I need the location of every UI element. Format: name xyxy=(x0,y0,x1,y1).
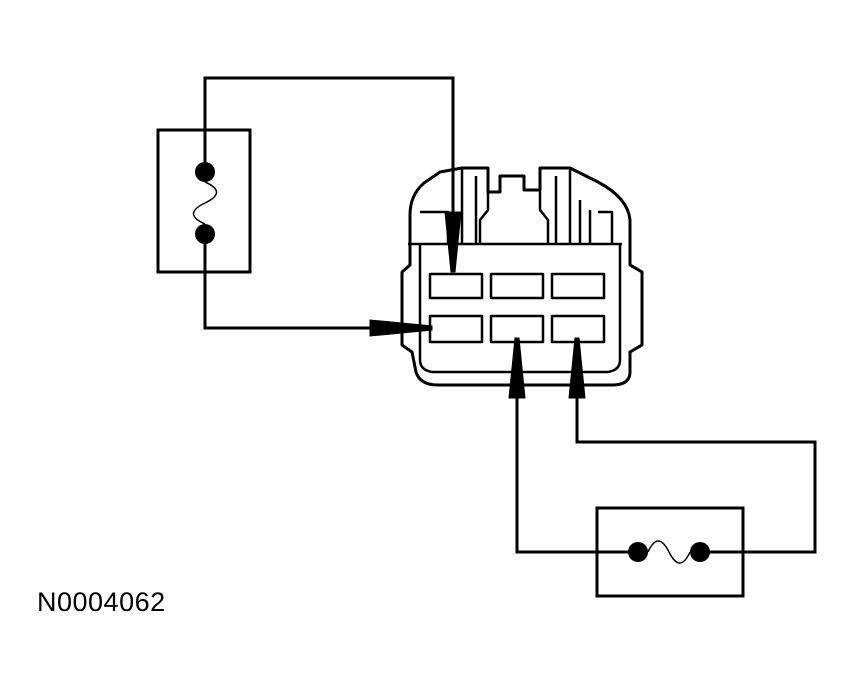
probe-arrow xyxy=(444,211,462,273)
connector-cavity xyxy=(489,272,545,300)
connector-cavity xyxy=(550,272,606,300)
wire xyxy=(203,76,455,215)
probe-arrow xyxy=(568,337,586,399)
connector-side-tab-right xyxy=(598,210,614,244)
wire xyxy=(515,395,638,554)
wires xyxy=(203,76,817,554)
figure-id-label: N0004062 xyxy=(37,587,166,617)
wire xyxy=(575,395,817,554)
probe-arrow xyxy=(369,319,433,337)
connector xyxy=(400,166,644,387)
probe-arrows xyxy=(369,211,586,399)
fuse-element xyxy=(192,181,218,225)
fuse-element xyxy=(647,540,691,564)
connector-latch xyxy=(460,168,592,244)
connector-side-tab-left xyxy=(420,210,450,244)
wire xyxy=(203,234,375,330)
connector-body xyxy=(400,166,644,387)
probe-arrow xyxy=(508,337,526,399)
connector-cavity xyxy=(428,272,484,300)
connector-cavity xyxy=(428,314,484,344)
